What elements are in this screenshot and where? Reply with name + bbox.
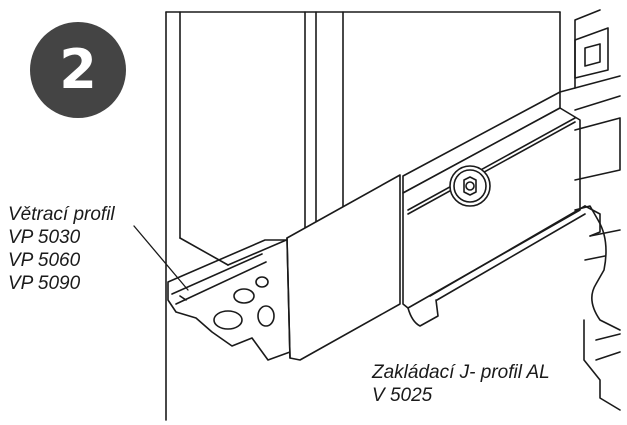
- leader-line-vent: [133, 225, 189, 291]
- facade-panel: [179, 11, 344, 266]
- j-profile-code: V 5025: [372, 385, 433, 406]
- j-profile-rail: [402, 91, 601, 327]
- j-profile-title: Zakládací J- profil AL: [372, 362, 550, 383]
- step-number-badge: 2: [30, 22, 126, 118]
- screw-icon: [449, 165, 491, 207]
- vent-profile-label: Větrací profil VP 5030 VP 5060 VP 5090: [8, 203, 115, 295]
- vent-profile-code: VP 5090: [8, 273, 81, 294]
- frame-profile-right: [559, 9, 621, 411]
- front-flange: [286, 174, 401, 361]
- j-profile-label: Zakládací J- profil AL V 5025: [372, 361, 550, 407]
- vent-profile-code: VP 5030: [8, 227, 81, 248]
- vent-profile-code: VP 5060: [8, 250, 81, 271]
- ventilation-profile: [167, 239, 291, 361]
- vent-profile-title: Větrací profil: [8, 204, 115, 225]
